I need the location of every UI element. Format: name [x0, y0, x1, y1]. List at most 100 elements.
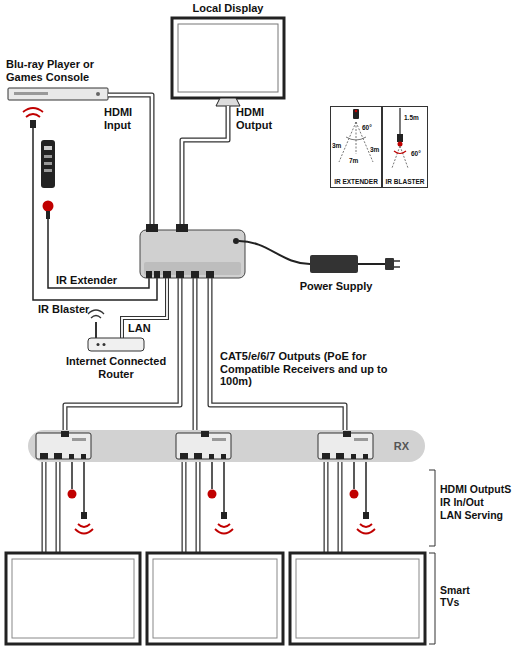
node-text: IR EXTENDER	[333, 178, 379, 185]
ir-blaster-cable	[33, 128, 157, 300]
lan-port	[163, 271, 171, 278]
smart-tv	[6, 553, 140, 644]
bracket	[429, 553, 435, 644]
ir-extender-body	[46, 211, 50, 219]
ir-port	[69, 454, 74, 459]
angle-arc	[346, 137, 366, 140]
lan-cable	[122, 278, 167, 338]
power-supply: Power Supply	[294, 280, 378, 293]
receiver-outputs	[184, 462, 233, 552]
tv-screen	[153, 559, 277, 638]
blaster-icon	[397, 134, 403, 142]
remote-control	[41, 140, 55, 188]
wire-label: IR Extender	[56, 274, 117, 287]
reception-fan	[339, 122, 373, 162]
remote-led	[355, 110, 358, 113]
transmitter	[140, 230, 245, 278]
router-antenna	[95, 322, 97, 338]
angle: 60°	[411, 150, 421, 157]
router-light	[97, 343, 100, 346]
display-stand	[216, 98, 240, 106]
cat-port	[61, 431, 69, 437]
blaster-led	[398, 142, 403, 147]
bracket-label: LAN Serving	[440, 509, 503, 521]
receiver-outputs	[326, 462, 375, 552]
tv-screen	[12, 559, 134, 638]
lan-cable	[122, 278, 167, 338]
receiver	[176, 431, 231, 459]
display-frame	[172, 18, 284, 98]
bracket-label: Smart TVs	[440, 584, 484, 608]
bracket-label: IR In/Out	[440, 496, 484, 508]
disc-slot	[14, 92, 48, 95]
cat-port	[176, 271, 184, 278]
receivers	[28, 430, 425, 462]
bracket	[429, 470, 435, 546]
cat-port	[191, 271, 199, 278]
node-text: IR BLASTER	[385, 178, 425, 185]
power-cord	[239, 241, 310, 264]
node-text: Power Supply	[294, 280, 378, 293]
source-device: Blu-ray Player or Games Console	[6, 58, 118, 83]
emission-fan	[392, 146, 408, 168]
power-cord	[358, 263, 385, 265]
cat-cable	[193, 278, 198, 433]
wifi-waves	[88, 310, 104, 318]
remote-button	[44, 162, 52, 165]
node-text: RX	[28, 440, 409, 453]
ir-extender-eye	[43, 201, 54, 212]
lan-port	[54, 453, 62, 459]
router-light	[103, 343, 106, 346]
blaster-cable	[399, 108, 400, 134]
angle: 60°	[362, 124, 372, 131]
wire-label: HDMI Output	[236, 106, 288, 131]
ir-blaster-emitter	[30, 120, 36, 128]
ir-waves	[394, 151, 406, 154]
ir-waves	[23, 108, 43, 117]
dimension: 3m	[332, 142, 341, 149]
hdmi-port	[176, 224, 188, 232]
ir-port	[81, 454, 86, 459]
remote-button	[44, 146, 52, 150]
router: Internet Connected Router	[56, 355, 176, 380]
wire-label: IR Blaster	[38, 303, 89, 316]
dimension: 3m	[370, 146, 379, 153]
bracket-label: HDMI OutputS	[440, 483, 511, 495]
hdmi-cable	[182, 106, 228, 226]
receiver-outputs	[44, 462, 93, 552]
receiver	[318, 431, 373, 459]
node-text: Internet Connected Router	[56, 355, 176, 380]
remote-icon	[353, 109, 359, 119]
hdmi-cable	[182, 106, 228, 226]
power-jack	[233, 238, 239, 244]
wire-label: CAT5/e/6/7 Outputs (PoE for Compatible R…	[220, 350, 402, 388]
smart-tv	[147, 553, 283, 644]
ir-extender-cable	[48, 219, 149, 288]
power-button	[96, 92, 100, 96]
dimension: 1.5m	[404, 114, 419, 121]
ir-port	[154, 271, 160, 278]
tv-screen	[296, 559, 419, 638]
smart-tv	[290, 553, 425, 644]
power-brick	[310, 255, 358, 273]
wire-label: HDMI Input	[104, 106, 146, 131]
node-text: Local Display	[168, 2, 288, 15]
plug-prongs	[394, 261, 400, 267]
dimension: 7m	[349, 157, 358, 164]
wire-label: LAN	[128, 322, 151, 335]
display-screen	[178, 24, 278, 92]
remote-button	[44, 155, 52, 158]
remote-button	[44, 169, 52, 172]
hdmi-port	[146, 224, 158, 232]
hdmi-port	[40, 453, 48, 459]
local-display: Local Display	[168, 2, 288, 15]
receiver-detail	[72, 438, 86, 441]
player-device	[8, 88, 108, 100]
router	[88, 338, 144, 351]
cat-cable	[194, 278, 197, 433]
receiver-band: RX	[28, 430, 425, 462]
cat-port	[206, 271, 214, 278]
